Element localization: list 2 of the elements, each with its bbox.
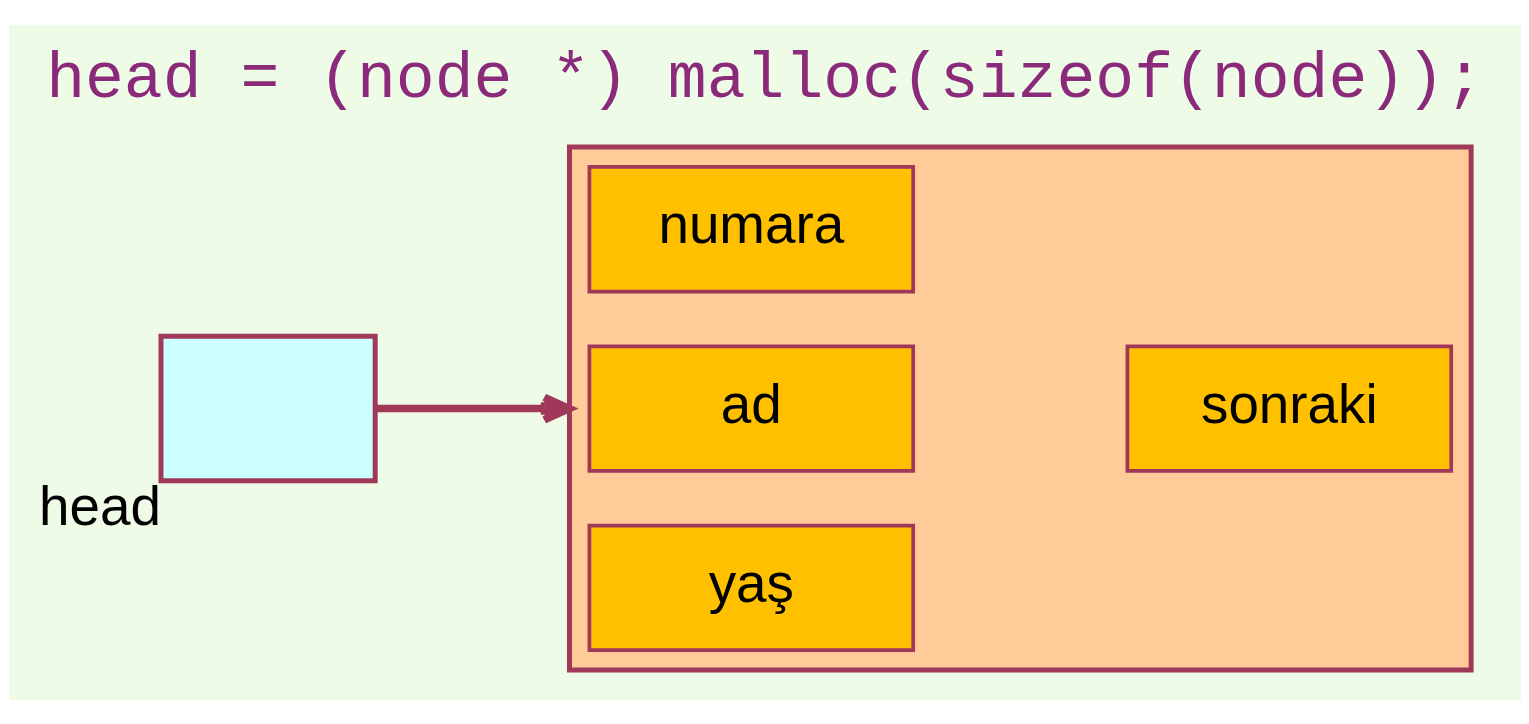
diagram-title: head = (node *) malloc(sizeof(node)); [45,42,1484,116]
node-label: head [38,474,161,537]
